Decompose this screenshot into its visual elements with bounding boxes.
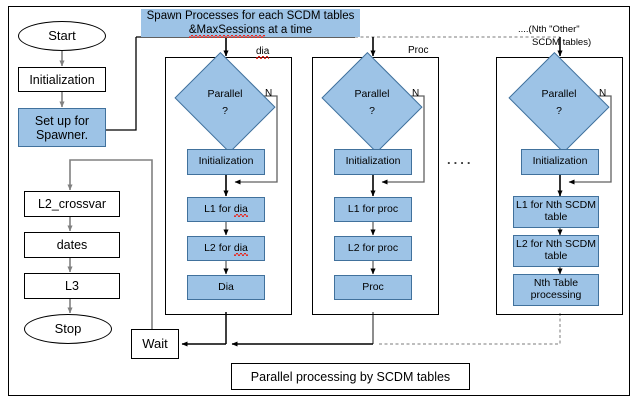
dia-parallel-decision[interactable]: Parallel ? [174, 51, 276, 154]
proc-l1-node[interactable]: L1 for proc [334, 197, 412, 222]
start-node-label: Start [48, 27, 76, 43]
dia-l2-node[interactable]: L2 for dia [187, 236, 265, 261]
proc-parallel-decision-label: Parallel [354, 88, 390, 101]
spawn-processes-banner: Spawn Processes for each SCDM tables &Ma… [141, 9, 360, 37]
proc-initialization-label: Initialization [345, 155, 401, 168]
nth-l2-line-1: L2 for Nth SCDM [516, 238, 596, 251]
setup-for-spawner-node[interactable]: Set up for Spawner. [18, 108, 106, 147]
nth-parallel-decision[interactable]: Parallel ? [508, 51, 610, 154]
column-label-nth-line-1: ....(Nth "Other" [518, 24, 580, 35]
setup-for-spawner-line-1: Set up for [34, 113, 90, 128]
dates-node-label: dates [56, 238, 88, 252]
dia-column-group [165, 57, 292, 315]
setup-for-spawner-line-2: Spawner. [35, 127, 89, 142]
initialization-node-label: Initialization [29, 72, 95, 87]
wait-node[interactable]: Wait [131, 329, 179, 359]
banner-maxsessions-token: &MaxSessions [188, 23, 265, 36]
initialization-node[interactable]: Initialization [18, 67, 106, 92]
proc-result-label: Proc [362, 280, 384, 293]
stop-node[interactable]: Stop [24, 314, 112, 344]
column-ellipsis: .... [447, 152, 474, 167]
l2-crossvar-node[interactable]: L2_crossvar [24, 191, 120, 217]
nth-l2-line-2: table [544, 250, 568, 262]
dia-result-label: Dia [218, 280, 234, 293]
column-label-nth-line-2: SCDM tables) [532, 37, 592, 48]
banner-line-2: &MaxSessions at a time [141, 23, 360, 38]
start-node[interactable]: Start [18, 21, 106, 51]
banner-line-1: Spawn Processes for each SCDM tables [146, 10, 355, 22]
nth-l1-line-2: table [544, 211, 568, 223]
proc-result-node[interactable]: Proc [334, 275, 412, 300]
column-label-dia: dia [256, 46, 270, 57]
l3-node-label: L3 [65, 279, 79, 293]
dia-parallel-decision-label: Parallel [207, 88, 243, 101]
dia-parallel-decision-question: ? [222, 104, 228, 117]
column-label-proc: Proc [408, 45, 429, 56]
dia-l2-prefix: L2 for [204, 241, 234, 254]
nth-l1-node[interactable]: L1 for Nth SCDM table [513, 196, 599, 228]
proc-parallel-decision[interactable]: Parallel ? [321, 51, 423, 154]
dia-l1-label: L1 for dia [204, 202, 248, 216]
diagram-title-box: Parallel processing by SCDM tables [231, 363, 470, 390]
l2-crossvar-node-label: L2_crossvar [37, 197, 107, 211]
wait-node-label: Wait [142, 335, 168, 351]
dia-l1-token: dia [233, 202, 248, 215]
nth-result-line-2: processing [530, 289, 582, 301]
dia-l2-token: dia [233, 241, 248, 254]
banner-line-2-tail: at a time [264, 23, 313, 36]
proc-l2-node[interactable]: L2 for proc [334, 236, 412, 261]
proc-l2-label: L2 for proc [347, 241, 399, 254]
nth-l2-node[interactable]: L2 for Nth SCDM table [513, 235, 599, 267]
dia-l2-label: L2 for dia [204, 241, 248, 255]
proc-initialization-node[interactable]: Initialization [334, 149, 412, 175]
dates-node[interactable]: dates [24, 232, 120, 258]
proc-branch-label-n: N [412, 88, 420, 99]
nth-parallel-decision-label: Parallel [541, 88, 577, 101]
nth-initialization-label: Initialization [532, 155, 588, 168]
l3-node[interactable]: L3 [24, 273, 120, 299]
nth-result-line-1: Nth Table [533, 277, 579, 290]
diagram-outer-frame [8, 6, 630, 396]
nth-initialization-node[interactable]: Initialization [521, 149, 599, 175]
diagram-title-label: Parallel processing by SCDM tables [250, 369, 451, 384]
nth-parallel-decision-question: ? [556, 104, 562, 117]
dia-branch-label-n: N [265, 88, 273, 99]
dia-initialization-label: Initialization [198, 155, 254, 168]
nth-result-node[interactable]: Nth Table processing [513, 274, 599, 306]
proc-column-group [312, 57, 439, 315]
dia-l1-prefix: L1 for [204, 202, 234, 215]
dia-result-node[interactable]: Dia [187, 275, 265, 300]
nth-l1-line-1: L1 for Nth SCDM [516, 199, 596, 212]
stop-node-label: Stop [54, 320, 82, 336]
nth-branch-label-n: N [599, 88, 607, 99]
proc-l1-label: L1 for proc [347, 202, 399, 215]
proc-parallel-decision-question: ? [369, 104, 375, 117]
dia-l1-node[interactable]: L1 for dia [187, 197, 265, 222]
dia-initialization-node[interactable]: Initialization [187, 149, 265, 175]
